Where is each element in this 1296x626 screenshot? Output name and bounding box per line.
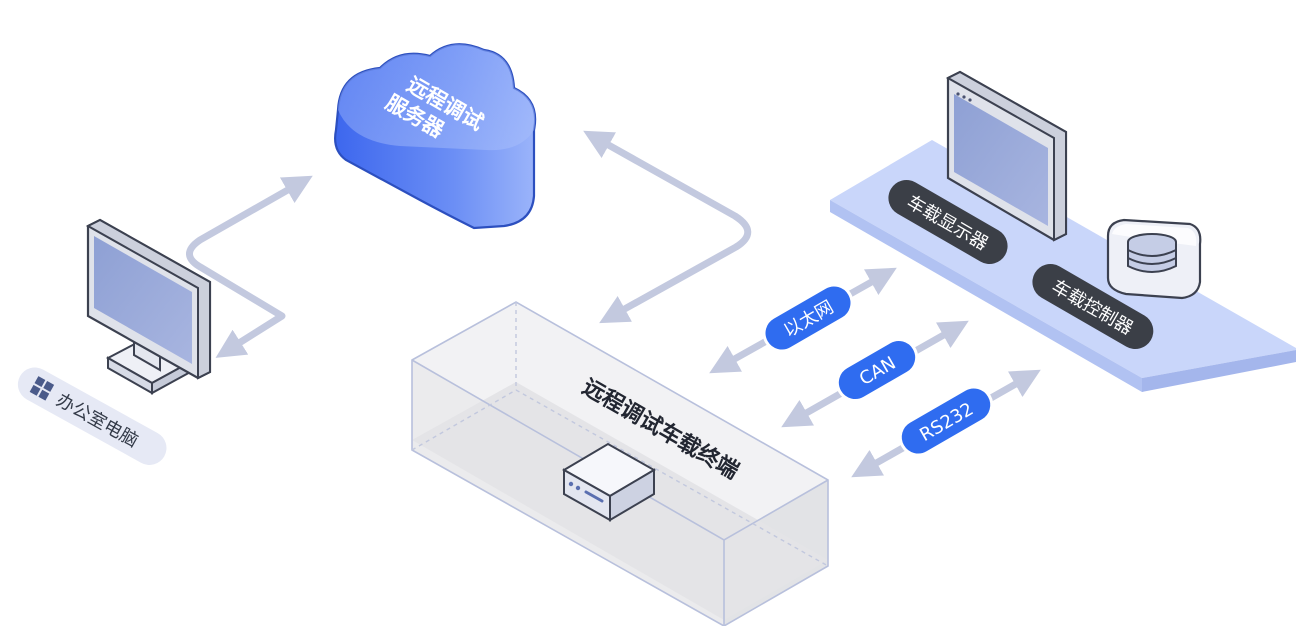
vehicle-platform	[830, 140, 1296, 392]
office-pc: 办公室电脑	[17, 218, 212, 465]
windows-icon	[34, 376, 46, 387]
cloud-server: 远程调试 服务器	[334, 43, 537, 230]
vehicle-display	[945, 70, 1068, 242]
vehicle-controller-icon	[1106, 218, 1202, 300]
can-pill: CAN	[835, 338, 919, 402]
cloud-terminal-arrow	[583, 130, 752, 324]
rs232-pill: RS232	[898, 385, 994, 457]
terminal-enclosure: 远程调试车载终端	[411, 301, 829, 626]
pc-cloud-arrow	[186, 175, 313, 358]
ethernet-pill: 以太网	[762, 283, 854, 353]
terminal-device-icon	[562, 442, 656, 522]
